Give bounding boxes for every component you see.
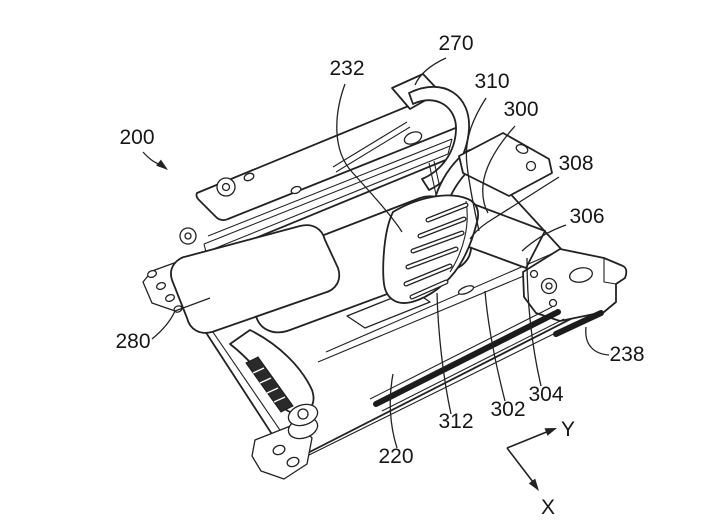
x-axis-arrowhead-icon xyxy=(528,478,539,491)
ref-label-306: 306 xyxy=(569,205,604,228)
right-end-bracket xyxy=(522,248,628,322)
leader-line-280 xyxy=(151,297,211,340)
leader-line-306 xyxy=(521,224,567,252)
mid-plate-edges xyxy=(317,251,563,363)
coordinate-axes: YX xyxy=(506,418,575,519)
slit-sheet xyxy=(382,194,480,304)
y-axis-label: Y xyxy=(561,418,575,441)
ref-label-304: 304 xyxy=(528,383,563,406)
pivot-discs xyxy=(287,403,319,440)
ref-label-310: 310 xyxy=(474,70,509,93)
solder-strip-302-304 xyxy=(373,309,561,407)
leader-line-308 xyxy=(469,176,560,240)
ref-label-300: 300 xyxy=(503,98,538,121)
leader-line-270 xyxy=(414,57,447,86)
cover-plate-280 xyxy=(170,224,341,334)
ref-label-302: 302 xyxy=(490,398,525,421)
ref-label-232: 232 xyxy=(329,57,364,80)
stacked-plate-edges xyxy=(179,138,453,253)
leader-line-232 xyxy=(336,83,403,233)
x-axis-line xyxy=(506,447,534,483)
ref-label-270: 270 xyxy=(438,32,473,55)
ref-label-280: 280 xyxy=(115,330,150,353)
sheet-slits xyxy=(403,202,469,300)
y-axis-line xyxy=(506,430,550,449)
leader-line-302 xyxy=(484,290,506,402)
leader-line-238 xyxy=(585,326,610,356)
ref-label-308: 308 xyxy=(558,152,593,175)
solder-edge-strips xyxy=(369,306,604,412)
leader-line-300 xyxy=(482,125,516,214)
ref-label-238: 238 xyxy=(609,343,644,366)
connector-strip-left xyxy=(245,356,294,413)
leader-line-312 xyxy=(436,292,452,415)
x-axis-label: X xyxy=(541,496,555,519)
ref-label-312: 312 xyxy=(438,410,473,433)
y-axis-arrowhead-icon xyxy=(544,428,557,436)
ref-label-200: 200 xyxy=(119,126,154,149)
ref-label-220: 220 xyxy=(378,445,413,468)
solder-strip-238 xyxy=(553,310,604,337)
leader-arrowhead-200 xyxy=(156,159,168,170)
leader-line-220 xyxy=(389,373,398,449)
leader-line-304 xyxy=(526,257,542,387)
leader-line-310 xyxy=(465,97,487,232)
